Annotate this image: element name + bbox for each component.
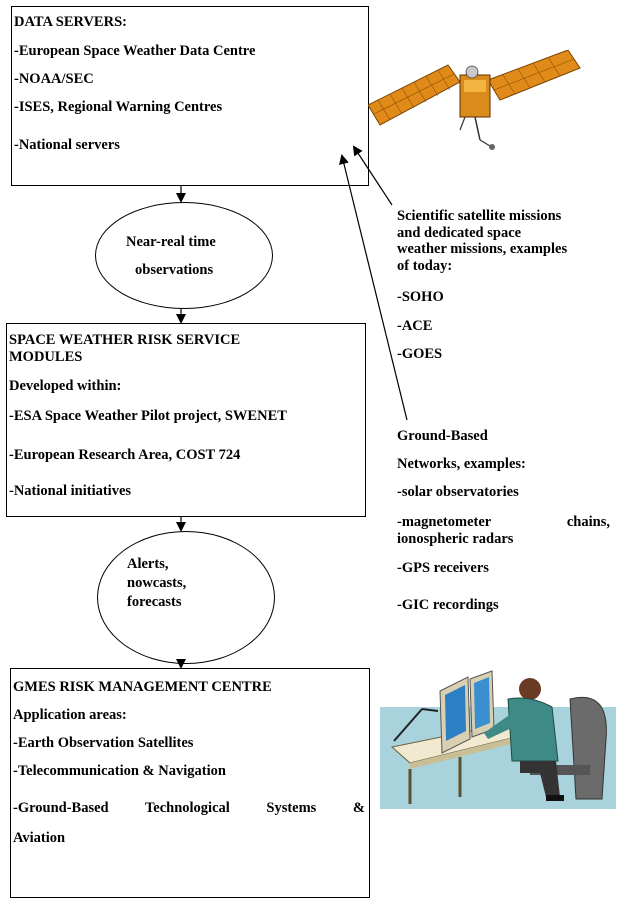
alerts-line: forecasts [127, 594, 182, 610]
gmes-title: GMES RISK MANAGEMENT CENTRE [13, 679, 272, 695]
data-servers-item: -European Space Weather Data Centre [14, 43, 256, 59]
data-servers-item: -NOAA/SEC [14, 71, 94, 87]
risk-modules-item: -European Research Area, COST 724 [9, 447, 241, 463]
ground-network-item: -GIC recordings [397, 597, 499, 613]
satellite-mission-item: -GOES [397, 346, 443, 362]
risk-modules-subtitle: Developed within: [9, 378, 122, 394]
arrow-satellite [352, 145, 393, 206]
satellite-missions-text: Scientific satellite missions [397, 208, 562, 224]
near-real-time-line2: observations [135, 262, 214, 278]
ground-networks-text: Networks, examples: [397, 456, 526, 472]
operator-workstation-icon [380, 670, 616, 809]
gmes-item: -Telecommunication & Navigation [13, 763, 226, 779]
ground-network-item: ionospheric radars [397, 531, 514, 547]
gmes-subtitle: Application areas: [13, 707, 127, 723]
alerts-ellipse [97, 531, 275, 664]
data-servers-item: -National servers [14, 137, 120, 153]
risk-modules-item: -ESA Space Weather Pilot project, SWENET [9, 408, 287, 424]
satellite-missions-text: weather missions, examples [397, 241, 568, 257]
satellite-mission-item: -ACE [397, 318, 433, 334]
risk-modules-title: SPACE WEATHER RISK SERVICE [9, 332, 241, 348]
gmes-item: -Ground-Based Technological Systems & [13, 800, 365, 816]
satellite-mission-item: -SOHO [397, 289, 444, 305]
satellite-missions-text: of today: [397, 258, 453, 274]
ground-networks-text: Ground-Based [397, 428, 488, 444]
risk-service-modules-box: SPACE WEATHER RISK SERVICE MODULES Devel… [6, 323, 366, 517]
arrow-ground [339, 154, 408, 421]
data-servers-title: DATA SERVERS: [14, 14, 127, 30]
data-servers-box: DATA SERVERS: -European Space Weather Da… [11, 6, 369, 186]
near-real-time-line1: Near-real time [126, 234, 216, 250]
gmes-item: Aviation [13, 830, 66, 846]
gmes-centre-box: GMES RISK MANAGEMENT CENTRE Application … [10, 668, 370, 898]
near-real-time-ellipse [95, 202, 273, 309]
alerts-line: nowcasts, [127, 575, 187, 591]
satellite-icon [368, 50, 581, 150]
risk-modules-item: -National initiatives [9, 483, 132, 499]
ground-network-item: -magnetometer chains, [397, 514, 610, 530]
ground-network-item: -solar observatories [397, 484, 519, 500]
gmes-item: -Earth Observation Satellites [13, 735, 194, 751]
data-servers-item: -ISES, Regional Warning Centres [14, 99, 223, 115]
risk-modules-title: MODULES [9, 349, 83, 365]
ground-network-item: -GPS receivers [397, 560, 489, 576]
alerts-line: Alerts, [127, 556, 169, 572]
satellite-missions-text: and dedicated space [397, 225, 522, 241]
